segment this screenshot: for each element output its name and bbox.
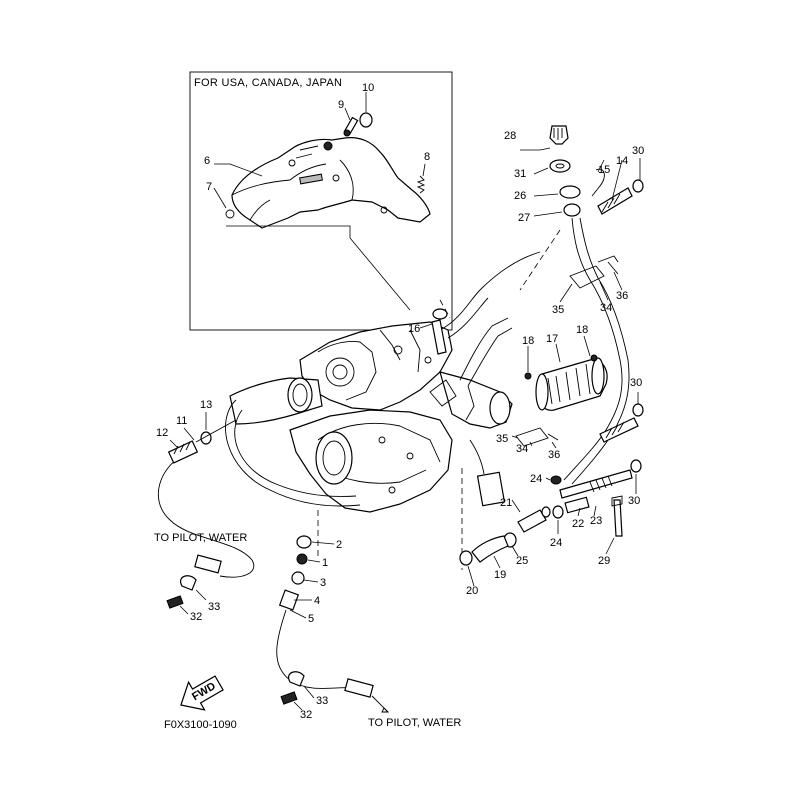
callout-20: 20 (466, 585, 478, 597)
callout-7: 7 (206, 181, 212, 193)
callout-3: 3 (320, 577, 326, 589)
clip-32-bottom (280, 691, 298, 705)
callout-15: 15 (598, 164, 610, 176)
bolt-9 (343, 116, 359, 137)
pilot-label-left: TO PILOT, WATER (154, 532, 247, 544)
lower-right-hoses (459, 459, 642, 587)
fitting-27 (563, 203, 581, 217)
clip-33-left (180, 575, 197, 591)
clamp-30c (630, 459, 642, 473)
bolt-29 (613, 499, 623, 537)
hose-16 (419, 308, 448, 355)
clamp-20 (459, 550, 473, 566)
callout-29: 29 (598, 555, 610, 567)
clip-32-left (166, 595, 184, 609)
callout-30-mid: 30 (630, 377, 642, 389)
callout-32-bottom: 32 (300, 709, 312, 721)
callout-17: 17 (546, 333, 558, 345)
rubber-joint-17 (524, 335, 608, 411)
callout-2: 2 (336, 539, 342, 551)
callout-30-low: 30 (628, 495, 640, 507)
callout-33-bottom: 33 (316, 695, 328, 707)
callout-25: 25 (516, 555, 528, 567)
hose-19 (471, 535, 509, 563)
callout-6: 6 (204, 155, 210, 167)
callout-11: 11 (176, 415, 187, 427)
part-4 (278, 589, 300, 611)
callout-9: 9 (338, 99, 344, 111)
callout-21: 21 (500, 497, 512, 509)
callout-16: 16 (408, 323, 420, 335)
band-18a (535, 373, 549, 411)
washer-26 (559, 185, 581, 199)
inset-title: FOR USA, CANADA, JAPAN (194, 77, 342, 89)
exhaust-manifold-assembly (225, 229, 561, 570)
hook-15 (591, 168, 605, 197)
callout-4: 4 (314, 595, 320, 607)
callout-8: 8 (424, 151, 430, 163)
callout-12: 12 (156, 427, 168, 439)
callout-labels: TO PILOT, WATER TO PILOT, WATER F0X3100-… (154, 82, 644, 731)
callout-18-left: 18 (522, 335, 534, 347)
callout-23: 23 (590, 515, 602, 527)
hose-14 (597, 187, 633, 215)
clamp-30b-group (511, 392, 644, 449)
callout-1: 1 (322, 557, 328, 569)
part-3 (291, 571, 305, 585)
callout-13: 13 (200, 399, 212, 411)
callout-5: 5 (308, 613, 314, 625)
callout-14: 14 (616, 155, 628, 167)
clamp-24b (552, 505, 564, 519)
callout-30-top: 30 (632, 145, 644, 157)
callout-10: 10 (362, 82, 374, 94)
cap-10 (359, 112, 373, 128)
callout-22: 22 (572, 518, 584, 530)
vent-hose-assembly (520, 125, 644, 485)
callout-26: 26 (514, 190, 526, 202)
sensor-21 (476, 471, 506, 507)
fwd-arrow-icon: FWD (180, 675, 224, 711)
clamp-30a (632, 179, 644, 193)
inset-box: FOR USA, CANADA, JAPAN (189, 71, 453, 331)
callout-36-mid: 36 (548, 449, 560, 461)
pilot-label-bottom: TO PILOT, WATER (368, 717, 461, 729)
callout-33-left: 33 (208, 601, 220, 613)
callout-24-top: 24 (530, 473, 542, 485)
hose-joint-12 (167, 440, 199, 464)
drawing-code: F0X3100-1090 (164, 719, 237, 731)
callout-24-low: 24 (550, 537, 562, 549)
callout-31: 31 (514, 168, 526, 180)
callout-28: 28 (504, 130, 516, 142)
callout-34-mid: 34 (516, 443, 528, 455)
spring-8 (416, 175, 426, 194)
callout-35-mid: 35 (496, 433, 508, 445)
left-water-line (157, 412, 255, 578)
callout-35-top: 35 (552, 304, 564, 316)
callout-18-right: 18 (576, 324, 588, 336)
part-1 (296, 553, 308, 565)
band-18b (591, 357, 605, 395)
callout-32-left: 32 (190, 611, 202, 623)
callout-36-top: 36 (616, 290, 628, 302)
part-2 (296, 535, 312, 549)
heat-shield-cover (231, 137, 431, 229)
clip-33-bottom (288, 671, 305, 687)
cap-28 (549, 125, 569, 145)
pilot-line-parts (166, 535, 390, 713)
clamp-24a (550, 475, 562, 485)
joint-22 (564, 496, 590, 514)
grommet-7 (225, 209, 235, 219)
nut-31 (549, 159, 571, 173)
callout-34-top: 34 (600, 302, 612, 314)
callout-27: 27 (518, 212, 530, 224)
callout-19: 19 (494, 569, 506, 581)
